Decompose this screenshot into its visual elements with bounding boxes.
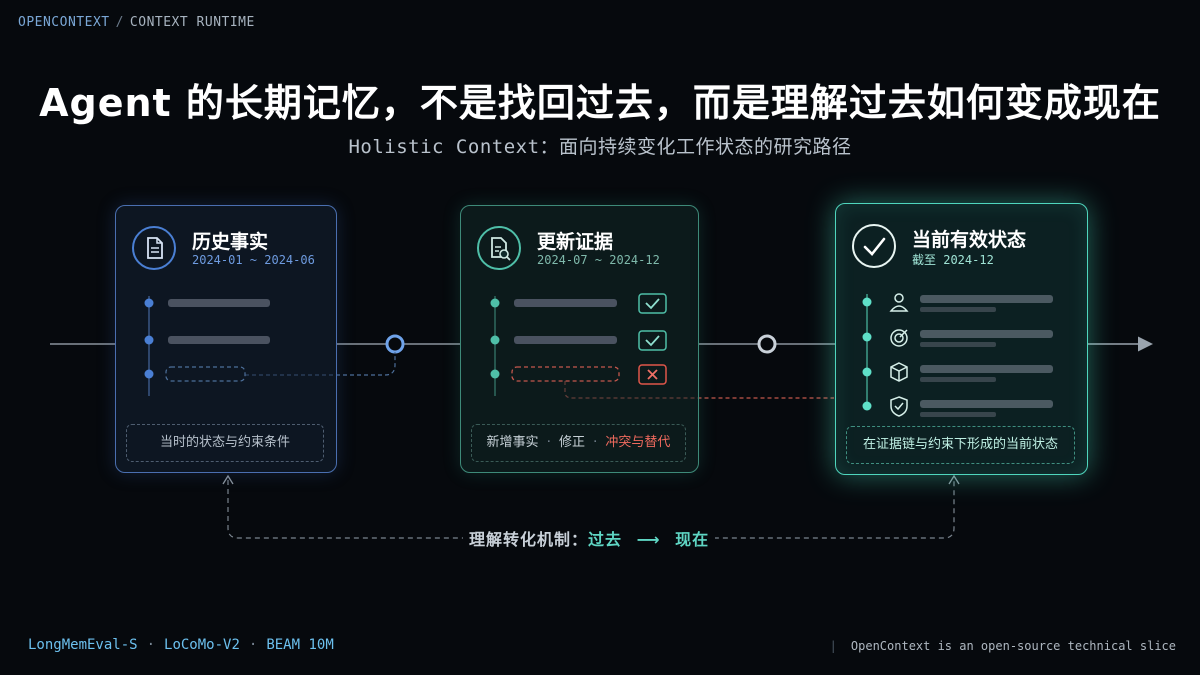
mechanism-prefix: 理解转化机制： xyxy=(469,530,589,549)
footer-part-revision: 修正 xyxy=(558,435,585,450)
update-dot xyxy=(490,335,500,345)
history-dot xyxy=(144,335,154,345)
update-fact-bar xyxy=(514,299,617,307)
footer-separator: · xyxy=(593,435,598,450)
conflict-fact-placeholder xyxy=(511,366,620,382)
benchmark-separator: · xyxy=(146,637,156,653)
state-bar-short xyxy=(920,307,996,312)
update-dot xyxy=(490,369,500,379)
update-fact-bar xyxy=(514,336,617,344)
person-icon xyxy=(889,293,909,312)
state-bar xyxy=(920,365,1053,373)
breadcrumb-root: OPENCONTEXT xyxy=(18,15,110,30)
document-icon xyxy=(132,226,176,270)
breadcrumb-current: CONTEXT RUNTIME xyxy=(129,15,255,30)
mechanism-label: 理解转化机制：过去 ⟶ 现在 xyxy=(463,526,716,550)
card-current-state: 当前有效状态 截至 2024-12 xyxy=(835,203,1088,475)
document-search-icon xyxy=(477,226,521,270)
current-dot xyxy=(862,367,872,377)
card-history: 历史事实 2024-01 ~ 2024-06 当时的状态与约束条件 xyxy=(115,205,337,473)
current-dot xyxy=(862,297,872,307)
current-dot xyxy=(862,332,872,342)
check-icon xyxy=(638,330,667,351)
current-state-list xyxy=(862,293,1053,417)
history-dot xyxy=(144,298,154,308)
footer-part-new-facts: 新增事实 xyxy=(486,435,539,450)
state-bar-short xyxy=(920,342,996,347)
footer-note: | OpenContext is an open-source technical… xyxy=(830,639,1176,653)
card-title: 更新证据 xyxy=(537,231,614,253)
footer-part-conflict: 冲突与替代 xyxy=(605,435,671,450)
card-update: 更新证据 2024-07 ~ 2024-12 新增事实 · 修正 · 冲突与替代 xyxy=(460,205,699,473)
footer-separator: · xyxy=(546,435,551,450)
current-dot xyxy=(862,401,872,411)
breadcrumb: OPENCONTEXT / CONTEXT RUNTIME xyxy=(18,15,255,30)
benchmark-list: LongMemEval-S · LoCoMo-V2 · BEAM 10M xyxy=(28,637,334,653)
history-timeline xyxy=(144,296,270,396)
card-footer: 在证据链与约束下形成的当前状态 xyxy=(846,426,1075,464)
update-timeline xyxy=(490,293,667,396)
timeline-node-2 xyxy=(757,334,777,354)
card-title: 历史事实 xyxy=(192,231,269,253)
timeline-node-1 xyxy=(385,334,405,354)
state-bar xyxy=(920,295,1053,303)
history-fact-bar xyxy=(168,336,270,344)
arrow-right-icon: ⟶ xyxy=(636,530,661,549)
footer-note-text: OpenContext is an open-source technical … xyxy=(850,639,1176,653)
history-fact-placeholder xyxy=(165,366,246,382)
mechanism-arrowhead-right xyxy=(948,474,960,485)
state-bar xyxy=(920,330,1053,338)
card-title: 当前有效状态 xyxy=(912,229,1027,251)
state-bar-short xyxy=(920,412,996,417)
update-dot xyxy=(490,298,500,308)
history-dot xyxy=(144,369,154,379)
check-icon xyxy=(638,293,667,314)
card-date-range: 2024-01 ~ 2024-06 xyxy=(192,253,315,267)
dashed-link-history xyxy=(245,352,396,376)
mechanism-to: 现在 xyxy=(675,530,710,549)
cube-icon xyxy=(890,362,908,382)
state-bar xyxy=(920,400,1053,408)
mechanism-arrowhead-left xyxy=(222,474,234,485)
benchmark-separator: · xyxy=(248,637,258,653)
benchmark-item: BEAM 10M xyxy=(266,637,334,653)
card-footer: 新增事实 · 修正 · 冲突与替代 xyxy=(471,424,686,462)
footer-divider: | xyxy=(829,639,837,653)
page-title: Agent 的长期记忆，不是找回过去，而是理解过去如何变成现在 xyxy=(39,81,1161,125)
history-fact-bar xyxy=(168,299,270,307)
target-icon xyxy=(890,329,908,347)
state-bar-short xyxy=(920,377,996,382)
page-subtitle: Holistic Context：面向持续变化工作状态的研究路径 xyxy=(348,136,852,158)
shield-icon xyxy=(890,396,908,417)
benchmark-item: LongMemEval-S xyxy=(28,637,138,653)
checkmark-icon xyxy=(852,224,896,268)
card-footer: 当时的状态与约束条件 xyxy=(126,424,324,462)
mechanism-from: 过去 xyxy=(588,530,623,549)
card-date-range: 2024-07 ~ 2024-12 xyxy=(537,253,660,267)
cross-icon xyxy=(638,364,667,385)
benchmark-item: LoCoMo-V2 xyxy=(164,637,240,653)
card-date-range: 截至 2024-12 xyxy=(912,253,994,267)
breadcrumb-separator: / xyxy=(115,15,124,30)
